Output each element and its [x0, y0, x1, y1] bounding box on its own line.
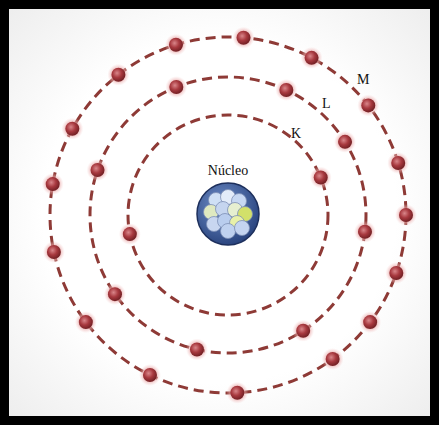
electron	[395, 204, 417, 226]
electron	[322, 348, 344, 370]
electron-ball	[296, 324, 310, 338]
electron-ball	[326, 352, 340, 366]
electron-glow	[387, 152, 409, 174]
electron	[43, 241, 65, 263]
electron-ball	[314, 171, 328, 185]
electron-glow	[310, 167, 332, 189]
electron-glow	[107, 64, 129, 86]
electron-glow	[395, 204, 417, 226]
electron	[165, 34, 187, 56]
electron	[233, 27, 255, 49]
electron-ball	[111, 68, 125, 82]
electron	[165, 76, 187, 98]
electron	[301, 47, 323, 69]
electron-glow	[233, 27, 255, 49]
electron	[139, 364, 161, 386]
electron-ball	[91, 163, 105, 177]
electron-ball	[338, 135, 352, 149]
electron-glow	[359, 311, 381, 333]
electron-ball	[190, 342, 204, 356]
nucleon	[221, 224, 236, 239]
electron-glow	[385, 262, 407, 284]
electron	[357, 94, 379, 116]
electron	[226, 382, 248, 404]
electron-glow	[139, 364, 161, 386]
electron-glow	[275, 79, 297, 101]
electron-glow	[292, 320, 314, 342]
shell-l-orbit	[90, 77, 366, 353]
electron-ball	[79, 315, 93, 329]
electron-ball	[279, 83, 293, 97]
electron-glow	[357, 94, 379, 116]
electron-glow	[226, 382, 248, 404]
nucleus: Núcleo	[188, 163, 268, 248]
electron-ball	[399, 208, 413, 222]
electron	[387, 152, 409, 174]
electron	[359, 311, 381, 333]
electron	[61, 118, 83, 140]
electron-glow	[42, 173, 64, 195]
electron-ball	[46, 177, 60, 191]
electron-ball	[363, 315, 377, 329]
nucleon	[235, 221, 250, 236]
background	[9, 9, 430, 416]
electron-ball	[123, 227, 137, 241]
electron	[354, 221, 376, 243]
electron-glow	[75, 311, 97, 333]
electron-glow	[354, 221, 376, 243]
electron-glow	[322, 348, 344, 370]
electron-glow	[334, 131, 356, 153]
electron-ball	[108, 287, 122, 301]
electron-ball	[361, 98, 375, 112]
electron-ball	[47, 245, 61, 259]
electron-ball	[143, 368, 157, 382]
electron	[186, 338, 208, 360]
electron-glow	[43, 241, 65, 263]
electron-ball	[169, 38, 183, 52]
electron-ball	[389, 266, 403, 280]
electron	[42, 173, 64, 195]
shell-letter: K	[291, 126, 301, 142]
electron-ball	[237, 31, 251, 45]
electron	[292, 320, 314, 342]
electron-ball	[358, 225, 372, 239]
electron-glow	[61, 118, 83, 140]
nucleus-outline	[197, 183, 259, 245]
nucleus-label: Núcleo	[188, 163, 268, 179]
electron	[87, 159, 109, 181]
shell-letter: L	[322, 96, 331, 112]
electron-ball	[391, 156, 405, 170]
electron-ball	[169, 80, 183, 94]
electron-glow	[165, 34, 187, 56]
electron	[275, 79, 297, 101]
electron	[310, 167, 332, 189]
electron-ball	[305, 51, 319, 65]
electron-glow	[104, 283, 126, 305]
electron	[75, 311, 97, 333]
electron	[107, 64, 129, 86]
electron-glow	[87, 159, 109, 181]
electron-glow	[119, 223, 141, 245]
electron-ball	[230, 386, 244, 400]
shell-k-orbit	[128, 115, 328, 315]
electron-glow	[165, 76, 187, 98]
electron-glow	[301, 47, 323, 69]
shell-m-orbit	[50, 37, 406, 393]
electron-glow	[186, 338, 208, 360]
electron	[119, 223, 141, 245]
electron	[104, 283, 126, 305]
electron	[385, 262, 407, 284]
shell-letter: M	[357, 72, 369, 88]
electron-ball	[65, 122, 79, 136]
electron	[334, 131, 356, 153]
